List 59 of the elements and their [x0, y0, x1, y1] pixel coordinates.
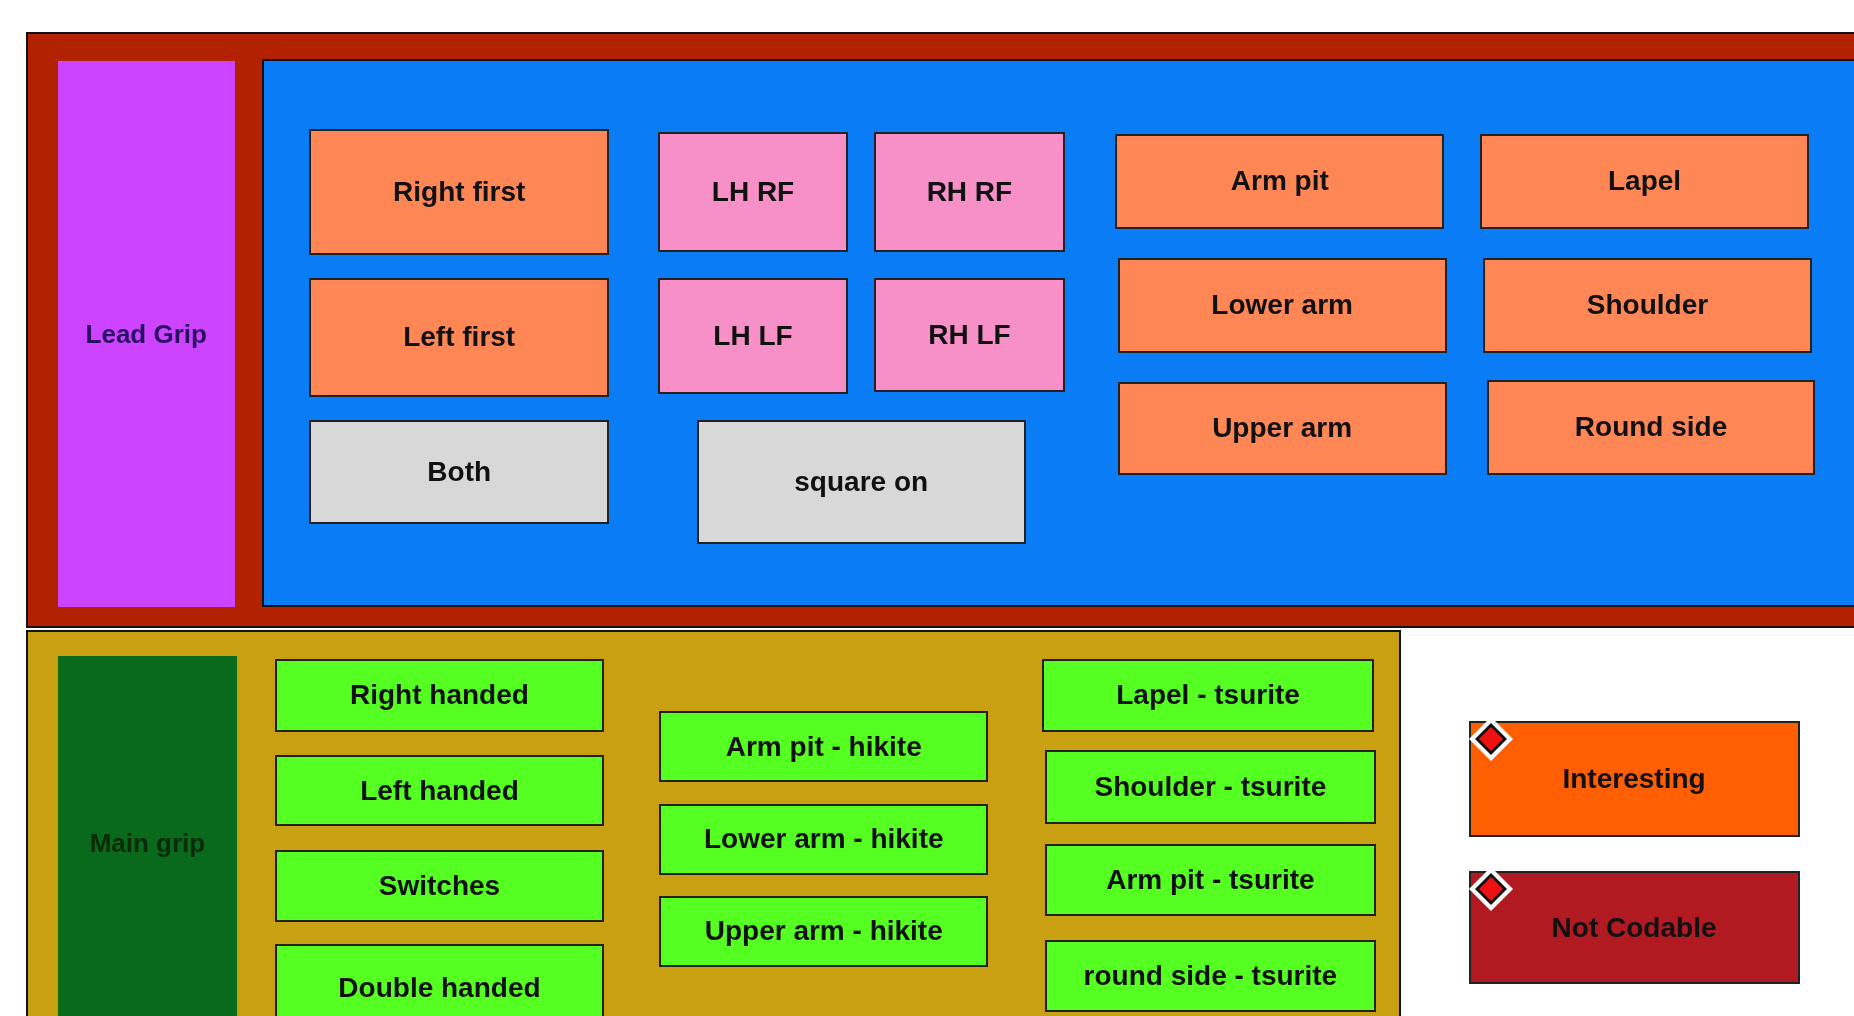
- code-box: [659, 803, 989, 875]
- box-label: Left handed: [360, 774, 519, 807]
- code-box: [309, 420, 610, 525]
- box-label: Round side: [1574, 411, 1728, 444]
- box-label: Arm pit - hikite: [725, 730, 922, 763]
- panel-background: [262, 58, 1854, 608]
- code-box: [275, 659, 604, 732]
- panel-background: [26, 31, 1854, 628]
- category-label: Main grip: [89, 827, 206, 859]
- code-box: [657, 131, 849, 253]
- box-label: Arm pit: [1230, 165, 1329, 198]
- box-label: Both: [427, 456, 492, 489]
- box-label: Lapel: [1607, 165, 1682, 198]
- code-box: [1042, 659, 1374, 732]
- code-box: [275, 944, 604, 1016]
- box-label: Arm pit - tsurite: [1106, 863, 1315, 896]
- box-label: square on: [794, 466, 929, 499]
- code-box: [696, 420, 1026, 545]
- code-box: [1479, 134, 1810, 229]
- code-box: [1115, 134, 1445, 229]
- category-label: Lead Grip: [85, 318, 207, 350]
- code-box: [309, 129, 610, 255]
- code-box: [309, 278, 610, 397]
- code-box: [1044, 939, 1376, 1012]
- box-label: Shoulder: [1586, 289, 1709, 322]
- box-label: Double handed: [338, 971, 541, 1004]
- code-box: [659, 711, 989, 783]
- box-label: Right handed: [350, 679, 529, 712]
- code-box: [874, 131, 1065, 253]
- code-box: [1117, 258, 1447, 353]
- code-box: [874, 278, 1065, 392]
- box-label: LH LF: [713, 320, 793, 353]
- legend-label: Not Codable: [1550, 911, 1718, 944]
- box-label: Lower arm: [1211, 289, 1353, 322]
- box-label: Upper arm - hikite: [704, 915, 943, 948]
- box-label: Lapel - tsurite: [1116, 679, 1300, 712]
- code-box: [1044, 750, 1376, 824]
- box-label: Right first: [393, 176, 526, 208]
- code-box: [275, 849, 604, 922]
- box-label: Lower arm - hikite: [703, 823, 944, 856]
- code-box: [657, 278, 849, 395]
- box-label: RH LF: [928, 319, 1011, 352]
- box-label: Upper arm: [1212, 412, 1353, 445]
- code-box: [1044, 843, 1376, 916]
- code-box: [1117, 382, 1447, 475]
- category-box: [57, 61, 235, 608]
- box-label: round side - tsurite: [1083, 959, 1338, 992]
- box-label: Shoulder - tsurite: [1094, 771, 1327, 804]
- code-box: [659, 895, 989, 967]
- box-label: Left first: [403, 321, 516, 354]
- code-box: [1483, 258, 1812, 353]
- category-box: [57, 655, 238, 1016]
- box-label: Switches: [378, 869, 501, 902]
- code-box: [275, 755, 604, 827]
- code-box: [1486, 380, 1816, 475]
- box-label: LH RF: [711, 176, 795, 208]
- panel-background: [26, 630, 1402, 1016]
- legend-label: Interesting: [1561, 763, 1707, 796]
- box-label: RH RF: [926, 176, 1013, 208]
